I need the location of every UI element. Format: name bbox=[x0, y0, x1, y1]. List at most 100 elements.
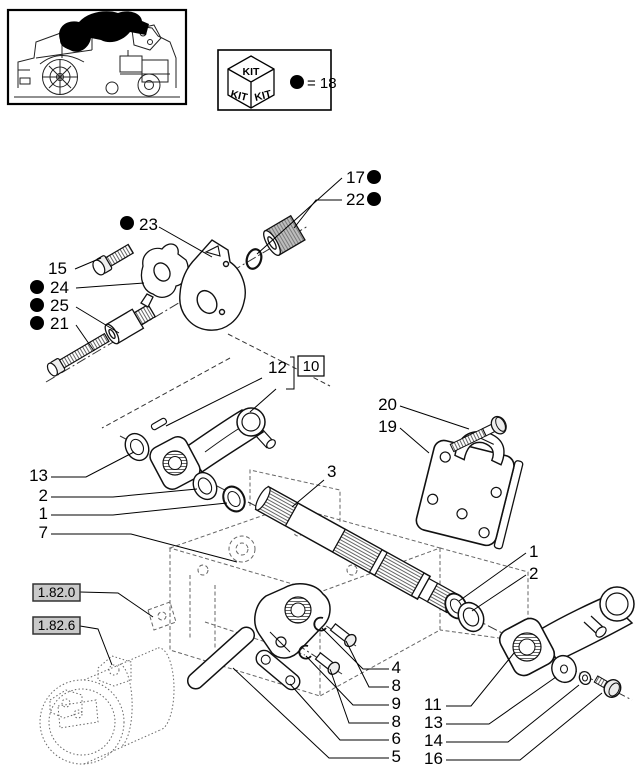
section-ref-1826[interactable]: 1.82.6 bbox=[32, 616, 81, 635]
callout-10[interactable]: 10 bbox=[303, 358, 320, 375]
callout-14[interactable]: 14 bbox=[424, 731, 443, 750]
callout-19[interactable]: 19 bbox=[378, 417, 397, 436]
callout-17[interactable]: 17 bbox=[346, 168, 365, 187]
leader-23 bbox=[158, 226, 213, 258]
leader-21 bbox=[75, 324, 95, 352]
kit-face-left-label: KIT bbox=[229, 88, 249, 104]
leader-6 bbox=[289, 683, 389, 741]
part-washer-14 bbox=[578, 670, 592, 686]
leader-13a bbox=[51, 451, 135, 478]
part-bolt-15 bbox=[92, 243, 135, 276]
callout-16[interactable]: 16 bbox=[424, 749, 443, 768]
callout-2-right[interactable]: 2 bbox=[529, 564, 538, 583]
part-bracket-19 bbox=[415, 430, 524, 550]
callout-15[interactable]: 15 bbox=[48, 259, 67, 278]
bracket-12 bbox=[286, 356, 295, 390]
callout-13-right[interactable]: 13 bbox=[424, 713, 443, 732]
highlighted-linkage-area bbox=[59, 11, 149, 52]
callouts: 17 22 23 15 24 25 21 12 10 13 2 1 7 3 20… bbox=[29, 168, 538, 768]
callout-5[interactable]: 5 bbox=[392, 747, 401, 766]
callout-11[interactable]: 11 bbox=[424, 695, 442, 714]
leader-4 bbox=[321, 627, 389, 670]
leader-25 bbox=[75, 306, 120, 334]
part-lever-5 bbox=[186, 626, 256, 690]
callout-13-left[interactable]: 13 bbox=[29, 466, 48, 485]
part-link-6 bbox=[255, 649, 301, 691]
kit-bullet-icon bbox=[290, 75, 304, 89]
callout-12[interactable]: 12 bbox=[268, 358, 287, 377]
callout-22[interactable]: 22 bbox=[346, 190, 365, 209]
section-ref-1826-label[interactable]: 1.82.6 bbox=[38, 618, 76, 633]
leader-12b bbox=[249, 388, 277, 413]
leader-lines bbox=[51, 177, 603, 761]
leader-15 bbox=[74, 257, 102, 270]
kit-bullet-25 bbox=[30, 298, 44, 312]
leader-2a bbox=[51, 488, 198, 498]
lift-cylinder-phantom bbox=[39, 647, 175, 765]
leader-8a bbox=[345, 640, 389, 688]
part-washer-13-right bbox=[551, 654, 577, 684]
kit-bullet-24 bbox=[30, 280, 44, 294]
callout-8a[interactable]: 8 bbox=[392, 676, 401, 695]
callout-1-right[interactable]: 1 bbox=[529, 542, 538, 561]
callout-3[interactable]: 3 bbox=[327, 462, 336, 481]
leader-14 bbox=[446, 684, 580, 743]
part-bolt-16 bbox=[593, 675, 622, 698]
callout-25[interactable]: 25 bbox=[50, 296, 69, 315]
part-bushing-22 bbox=[263, 214, 306, 256]
leader-11 bbox=[446, 652, 515, 707]
leader-17 bbox=[256, 177, 343, 255]
leader-ref-1826 bbox=[79, 625, 113, 666]
part-plate-23 bbox=[179, 239, 246, 331]
leader-24 bbox=[75, 282, 145, 289]
part-clip-4 bbox=[313, 616, 327, 632]
callout-9[interactable]: 9 bbox=[392, 694, 401, 713]
leader-7 bbox=[51, 533, 238, 563]
leader-22 bbox=[293, 199, 342, 229]
leader-8b bbox=[329, 668, 389, 724]
part-washer-2-left bbox=[192, 471, 218, 501]
tractor-line-art bbox=[14, 14, 180, 98]
callout-1-left[interactable]: 1 bbox=[39, 504, 48, 523]
callout-24[interactable]: 24 bbox=[50, 278, 69, 297]
leader-16 bbox=[446, 692, 603, 761]
callout-21[interactable]: 21 bbox=[50, 314, 69, 333]
part-washer-2-right bbox=[457, 601, 485, 633]
kit-face-right-label: KIT bbox=[253, 88, 273, 104]
part-lift-arm-11 bbox=[498, 586, 635, 677]
part-pin-8b bbox=[314, 652, 341, 675]
leader-9 bbox=[305, 655, 389, 706]
part-plug-25 bbox=[104, 303, 157, 345]
part-lift-arm-12 bbox=[149, 407, 276, 490]
leader-12a bbox=[165, 377, 263, 427]
leader-1b bbox=[458, 552, 527, 602]
kit-bullet-17 bbox=[367, 170, 381, 184]
callout-6[interactable]: 6 bbox=[392, 729, 401, 748]
part-yoke-crank bbox=[254, 582, 331, 659]
leader-ref-1820 bbox=[79, 591, 154, 618]
callout-23[interactable]: 23 bbox=[139, 215, 158, 234]
kit-cube-icon bbox=[227, 55, 275, 109]
callout-8b[interactable]: 8 bbox=[392, 712, 401, 731]
leader-20 bbox=[399, 405, 470, 430]
callout-2-left[interactable]: 2 bbox=[39, 486, 48, 505]
kit-bullet-21 bbox=[30, 316, 44, 330]
part-clip-9 bbox=[298, 644, 312, 660]
leader-2b bbox=[471, 574, 527, 612]
kit-legend: KIT KIT KIT = 18 bbox=[217, 49, 337, 111]
part-key bbox=[150, 417, 168, 431]
part-stud-21 bbox=[46, 332, 110, 377]
tractor-thumbnail[interactable] bbox=[6, 8, 188, 106]
leader-5 bbox=[232, 667, 389, 759]
callout-20[interactable]: 20 bbox=[378, 395, 397, 414]
kit-bullet-23 bbox=[120, 216, 134, 230]
leader-1a bbox=[51, 502, 228, 516]
part-bolt-20 bbox=[449, 415, 507, 453]
callout-4[interactable]: 4 bbox=[392, 658, 401, 677]
part-pin-8a bbox=[329, 623, 357, 648]
section-ref-1820[interactable]: 1.82.0 bbox=[32, 583, 81, 602]
callout-10-box bbox=[297, 355, 325, 377]
section-ref-1820-label[interactable]: 1.82.0 bbox=[38, 585, 76, 600]
callout-7[interactable]: 7 bbox=[39, 523, 48, 542]
